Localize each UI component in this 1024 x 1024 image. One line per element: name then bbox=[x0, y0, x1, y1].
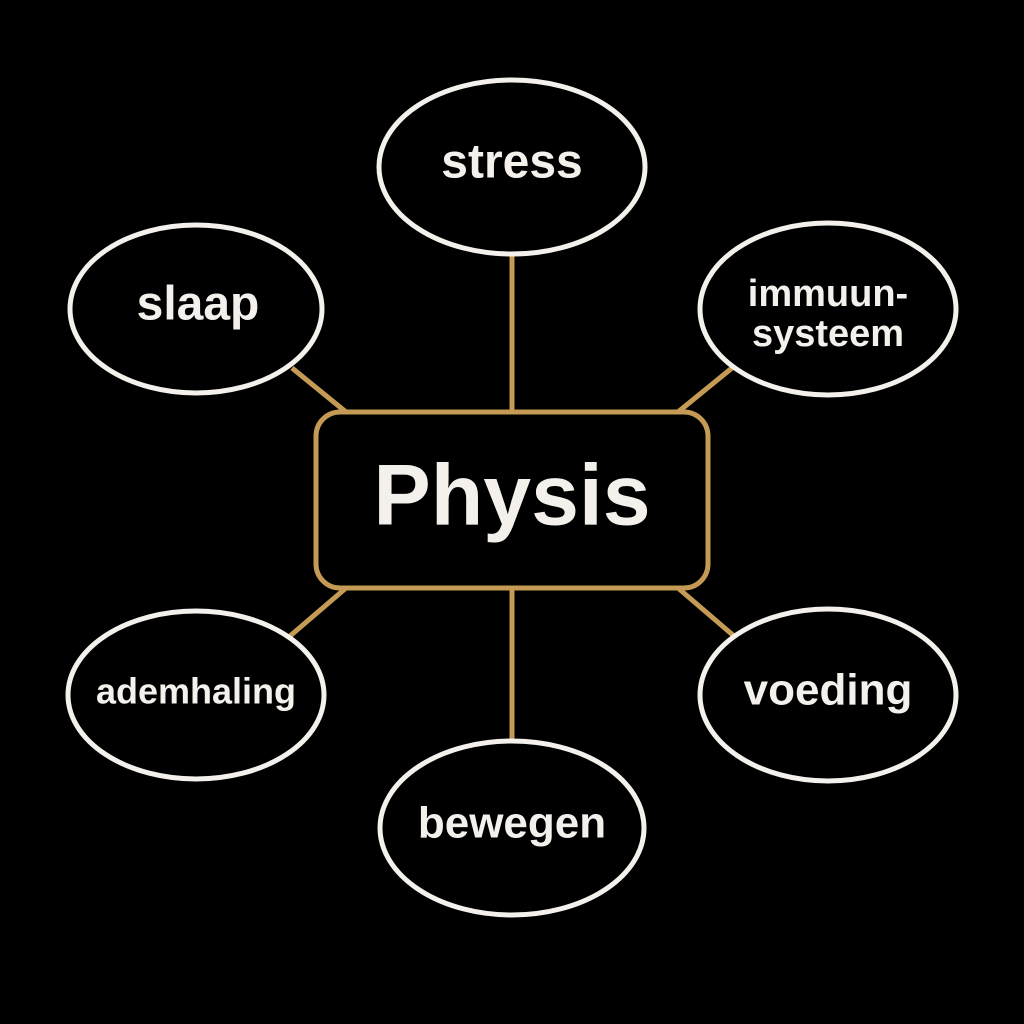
center-node-label: Physis bbox=[373, 448, 650, 544]
node-stress-ellipse bbox=[376, 77, 648, 257]
node-bewegen: bewegen bbox=[377, 738, 647, 918]
node-ademhaling-label: ademhaling bbox=[96, 671, 296, 712]
node-bewegen-ellipse bbox=[377, 738, 647, 918]
node-voeding-label: voeding bbox=[744, 666, 913, 715]
node-immuunsysteem-label-line2: systeem bbox=[752, 313, 904, 355]
node-immuunsysteem-label-line1: immuun- bbox=[748, 273, 908, 315]
node-voeding-ellipse bbox=[697, 606, 959, 784]
node-ademhaling: ademhaling bbox=[65, 608, 327, 782]
center-node-box bbox=[313, 409, 711, 591]
node-stress: stress bbox=[376, 77, 648, 257]
node-stress-label: stress bbox=[441, 136, 582, 189]
connector-immuunsysteem bbox=[676, 366, 734, 414]
center-node: Physis bbox=[313, 409, 711, 591]
node-voeding: voeding bbox=[697, 606, 959, 784]
connector-voeding bbox=[676, 586, 736, 638]
connectors bbox=[288, 256, 736, 742]
node-slaap-ellipse bbox=[67, 222, 325, 396]
node-ademhaling-ellipse bbox=[65, 608, 327, 782]
node-immuunsysteem-ellipse bbox=[697, 220, 959, 398]
node-slaap-label: slaap bbox=[137, 278, 260, 331]
node-bewegen-label: bewegen bbox=[418, 799, 606, 848]
connector-slaap bbox=[290, 366, 348, 414]
node-immuunsysteem: immuun- systeem bbox=[697, 220, 959, 398]
node-slaap: slaap bbox=[67, 222, 325, 396]
connector-ademhaling bbox=[288, 586, 348, 638]
